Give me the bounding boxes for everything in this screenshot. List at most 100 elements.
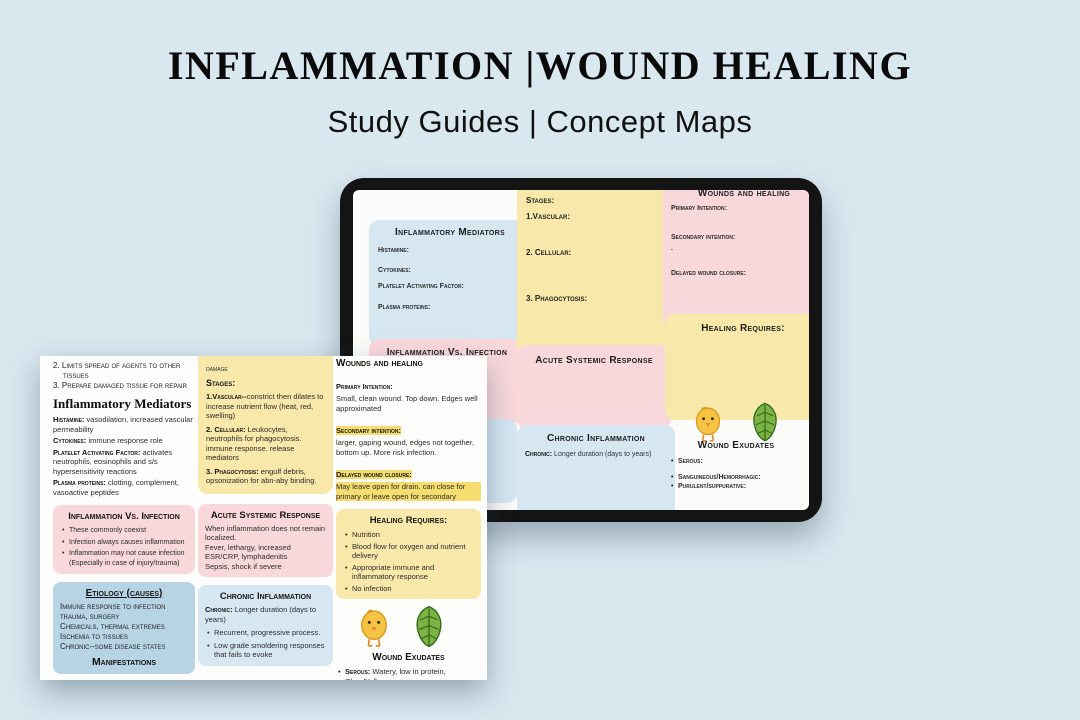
stage-entry: 1.Vascular--constrict then dilates to in…: [206, 392, 325, 421]
term-desc: vasodilation, increased vascular permeab…: [53, 415, 193, 434]
tablet-acute-systemic-response-box: Acute Systemic Response: [517, 345, 671, 429]
term-desc: engulf debris, opsonization for abn-aby …: [206, 466, 317, 486]
doodle-row: [358, 604, 481, 649]
tablet-healing-requires-box: Healing Requires:: [665, 314, 809, 420]
field-label-sanguineous: Sanguineous/Hemorrhagic:: [669, 474, 809, 481]
term-desc: larger, gaping wound, edges not together…: [336, 438, 475, 457]
paper-column-3: Wounds and healing Primary Intention: Sm…: [336, 356, 481, 680]
bullet-item: Nutrition: [343, 530, 474, 540]
chronic-desc: Longer duration (days to years): [552, 451, 652, 458]
manifestations-heading: Manifestations: [91, 656, 157, 668]
section-title: Wound Exudates: [697, 440, 775, 451]
body-line: Sepsis, shock if severe: [205, 561, 282, 571]
field-label-purulent: Purulent/suppurative:: [669, 483, 809, 490]
healing-requires-box: Healing Requires: Nutrition Blood flow f…: [336, 509, 481, 599]
term-desc: constrict then dilates to increase nutri…: [206, 392, 324, 420]
stage-phagocytosis: 3. Phagocytosis:: [526, 294, 588, 303]
leaf-doodle-icon: [753, 402, 777, 442]
tablet-wounds-and-healing-box: Wounds and healing Primary Intention: Se…: [663, 190, 809, 332]
stage-entry: 2. Cellular: Leukocytes, neutrophils for…: [206, 425, 325, 463]
wound-entry: Primary Intention: Small, clean wound. T…: [336, 376, 481, 413]
bullet-item: Inflammation may not cause infection (Es…: [60, 549, 188, 568]
paper-column-1: 2. Limits spread of agents to other tiss…: [53, 356, 195, 674]
term-desc: Longer duration (days to years): [205, 605, 317, 624]
stages-box: damage Stages: 1.Vascular--constrict the…: [198, 356, 333, 494]
box-title: Inflammatory Mediators: [395, 227, 505, 238]
term-label: 2. Cellular:: [206, 424, 246, 434]
note-entry: Platelet Activating Factor: activates ne…: [53, 448, 195, 477]
body-line: Fever, lethargy, increased ESR/CRP, lymp…: [205, 542, 291, 562]
box-title: Acute Systemic Response: [535, 355, 653, 366]
term-label: Histamine:: [53, 415, 85, 424]
box-title: Healing Requires:: [369, 515, 448, 526]
stages-title: Stages:: [526, 196, 555, 205]
term-label: 3. Phagocytosis:: [206, 466, 259, 476]
term-label: Chronic:: [205, 605, 233, 614]
study-guide-page: 2. Limits spread of agents to other tiss…: [40, 356, 487, 680]
inflammation-vs-infection-box: Inflammation Vs. Infection These commonl…: [53, 505, 195, 574]
section-title-wounds-and-healing: Wounds and healing: [336, 358, 423, 369]
box-title: Acute Systemic Response: [210, 509, 321, 521]
etiology-line: trauma, surgery: [60, 612, 120, 621]
bullet-item: Low grade smoldering responses that fail…: [205, 641, 326, 660]
box-title: Etiology (causes): [85, 588, 163, 599]
stage-cellular: 2. Cellular:: [526, 248, 572, 257]
box-title: Chronic Inflammation: [219, 591, 312, 602]
term-desc: immune response role: [86, 436, 163, 445]
etiology-line: Chronic--some disease states: [60, 642, 166, 651]
field-label-plasma-proteins: Plasma proteins:: [378, 304, 431, 311]
tablet-inflammatory-mediators-box: Inflammatory Mediators Histamine: Cytoki…: [369, 220, 531, 346]
etiology-box: Etiology (causes) Immune response to inf…: [53, 582, 195, 674]
wound-entry: Secondary intention: larger, gaping woun…: [336, 420, 481, 457]
etiology-line: Immune response to infection: [60, 602, 166, 611]
field-label-platelet-activating-factor: Platelet Activating Factor:: [378, 283, 464, 290]
chronic-term: Chronic:: [525, 451, 553, 458]
box-title: Healing Requires:: [701, 323, 785, 334]
term-label: Serous:: [345, 667, 371, 676]
box-title: Wounds and healing: [697, 190, 791, 199]
chronic-note: Chronic: Longer duration (days to years): [525, 450, 667, 459]
bullet-item: Blood flow for oxygen and nutrient deliv…: [343, 542, 474, 561]
bullet-item: Recurrent, progressive process.: [205, 628, 326, 638]
exudate-entry: Serous: Watery, low in protein, Clear/Ye…: [336, 667, 481, 680]
field-label-primary-intention: Primary Intention:: [671, 205, 727, 212]
box-title: Inflammation Vs. Infection: [386, 347, 508, 358]
bullet-item: No infection: [343, 584, 474, 594]
stage-entry: 3. Phagocytosis: engulf debris, opsoniza…: [206, 467, 325, 486]
page-title: INFLAMMATION |WOUND HEALING: [167, 43, 913, 88]
box-title: Chronic Inflammation: [547, 433, 645, 444]
field-label-delayed-wound-closure: Delayed wound closure:: [671, 270, 746, 277]
note-entry: Cytokines: immune response role: [53, 436, 195, 446]
list-item: 3. Prepare damaged tissue for repair: [53, 381, 187, 390]
tablet-wound-exudates-section: Wound Exudates Serous: Sanguineous/Hemor…: [663, 440, 809, 490]
bullet-item: Infection always causes inflammation: [60, 538, 188, 548]
term-desc: clotting, complement, vasoactive peptide…: [53, 478, 179, 497]
term-label: Primary Intention:: [336, 382, 393, 391]
page-subtitle: Study Guides | Concept Maps: [327, 104, 753, 139]
overflow-text: damage: [206, 364, 228, 373]
body-line: When inflammation does not remain locali…: [205, 523, 326, 543]
field-label-histamine: Histamine:: [378, 247, 409, 254]
field-label-cytokines: Cytokines:: [378, 267, 411, 274]
chronic-inflammation-box: Chronic Inflammation Chronic: Longer dur…: [198, 585, 333, 666]
stage-vascular: 1.Vascular:: [526, 212, 571, 221]
section-title-inflammatory-mediators: Inflammatory Mediators: [53, 396, 192, 411]
leaf-doodle-icon: [416, 605, 442, 648]
etiology-line: Chemicals, thermal extremes: [60, 622, 165, 631]
acute-systemic-response-box: Acute Systemic Response When inflammatio…: [198, 503, 333, 577]
note-entry: Plasma proteins: clotting, complement, v…: [53, 478, 195, 497]
field-label-serous: Serous:: [669, 458, 809, 465]
box-title: Inflammation Vs. Infection: [68, 511, 180, 522]
term-desc: Small, clean wound. Top down. Edges well…: [336, 394, 478, 413]
bullet-item: These commonly coexist: [60, 526, 188, 536]
term-label: Secondary intention:: [336, 426, 401, 435]
bullet-item: Appropriate immune and inflammatory resp…: [343, 563, 474, 582]
term-desc: May leave open for drain. can close for …: [336, 482, 481, 501]
term-desc: Leukocytes, neutrophils for phagocytosis…: [206, 424, 302, 463]
tablet-stages-box: Stages: 1.Vascular: 2. Cellular: 3. Phag…: [517, 190, 679, 358]
stages-title: Stages:: [206, 378, 236, 388]
list-item: 2. Limits spread of agents to other tiss…: [53, 361, 181, 380]
note-entry: Histamine: vasodilation, increased vascu…: [53, 415, 195, 434]
term-label: Cytokines:: [53, 436, 87, 445]
field-dot: .: [671, 245, 673, 252]
